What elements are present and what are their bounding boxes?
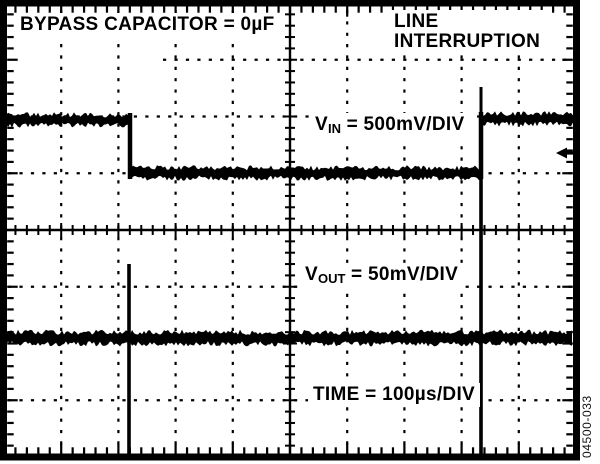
- vout-scale-value: = 50mV/DIV: [345, 264, 459, 285]
- line-interruption-line1: LINE: [394, 11, 439, 32]
- time-scale-label: TIME = 100µs/DIV: [308, 383, 481, 407]
- figure-number-label: 04500-033: [580, 395, 594, 458]
- vin-overshoot-spike: [479, 87, 483, 120]
- vout-symbol: V: [305, 264, 318, 285]
- line-interruption-line2: INTERRUPTION: [394, 31, 541, 52]
- bypass-capacitor-label: BYPASS CAPACITOR = 0µF: [15, 13, 280, 37]
- vin-scale-label: VIN = 500mV/DIV: [310, 113, 470, 138]
- vin-subscript: IN: [327, 121, 341, 136]
- vout-trace: [4, 176, 572, 454]
- graticule: [0, 0, 580, 461]
- vin-step-edge: [127, 113, 133, 179]
- trigger-level-marker: [556, 147, 574, 159]
- line-interruption-label: LINE INTERRUPTION: [389, 10, 546, 54]
- vin-symbol: V: [315, 114, 328, 135]
- vin-trace: [4, 87, 573, 181]
- vout-glitch-spike: [479, 176, 483, 454]
- vin-scale-value: = 500mV/DIV: [340, 114, 465, 135]
- vout-scale-label: VOUT = 50mV/DIV: [300, 263, 464, 288]
- vout-subscript: OUT: [317, 271, 346, 286]
- vin-step-edge: [478, 112, 484, 179]
- vout-glitch-spike: [127, 264, 131, 454]
